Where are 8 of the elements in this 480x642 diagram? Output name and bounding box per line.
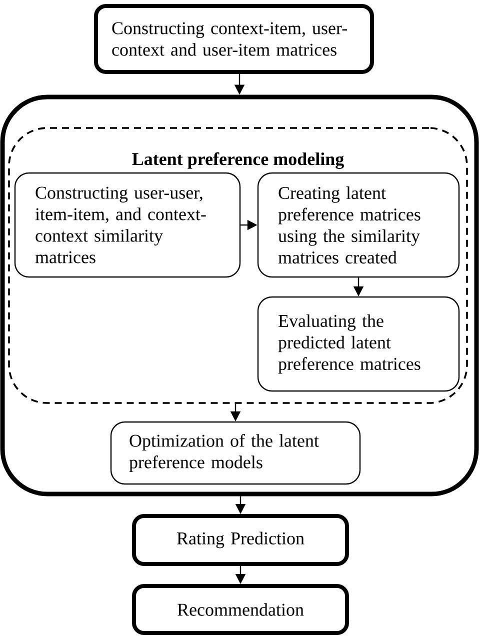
process-box: Constructing context-item, user-context and user-item matrices: [94, 4, 374, 74]
process-box: Rating Prediction: [132, 514, 349, 566]
container-box: [0, 94, 479, 496]
process-box: Optimization of the latent preference models: [110, 421, 361, 485]
process-box: Evaluating the predicted latent preference matrices: [257, 296, 460, 392]
process-box: Constructing user-user, item-item, and context-context similarity matrices: [14, 172, 241, 278]
process-box: Creating latent preference matrices using the similarity matrices created: [257, 172, 460, 278]
process-box: Recommendation: [132, 584, 349, 635]
